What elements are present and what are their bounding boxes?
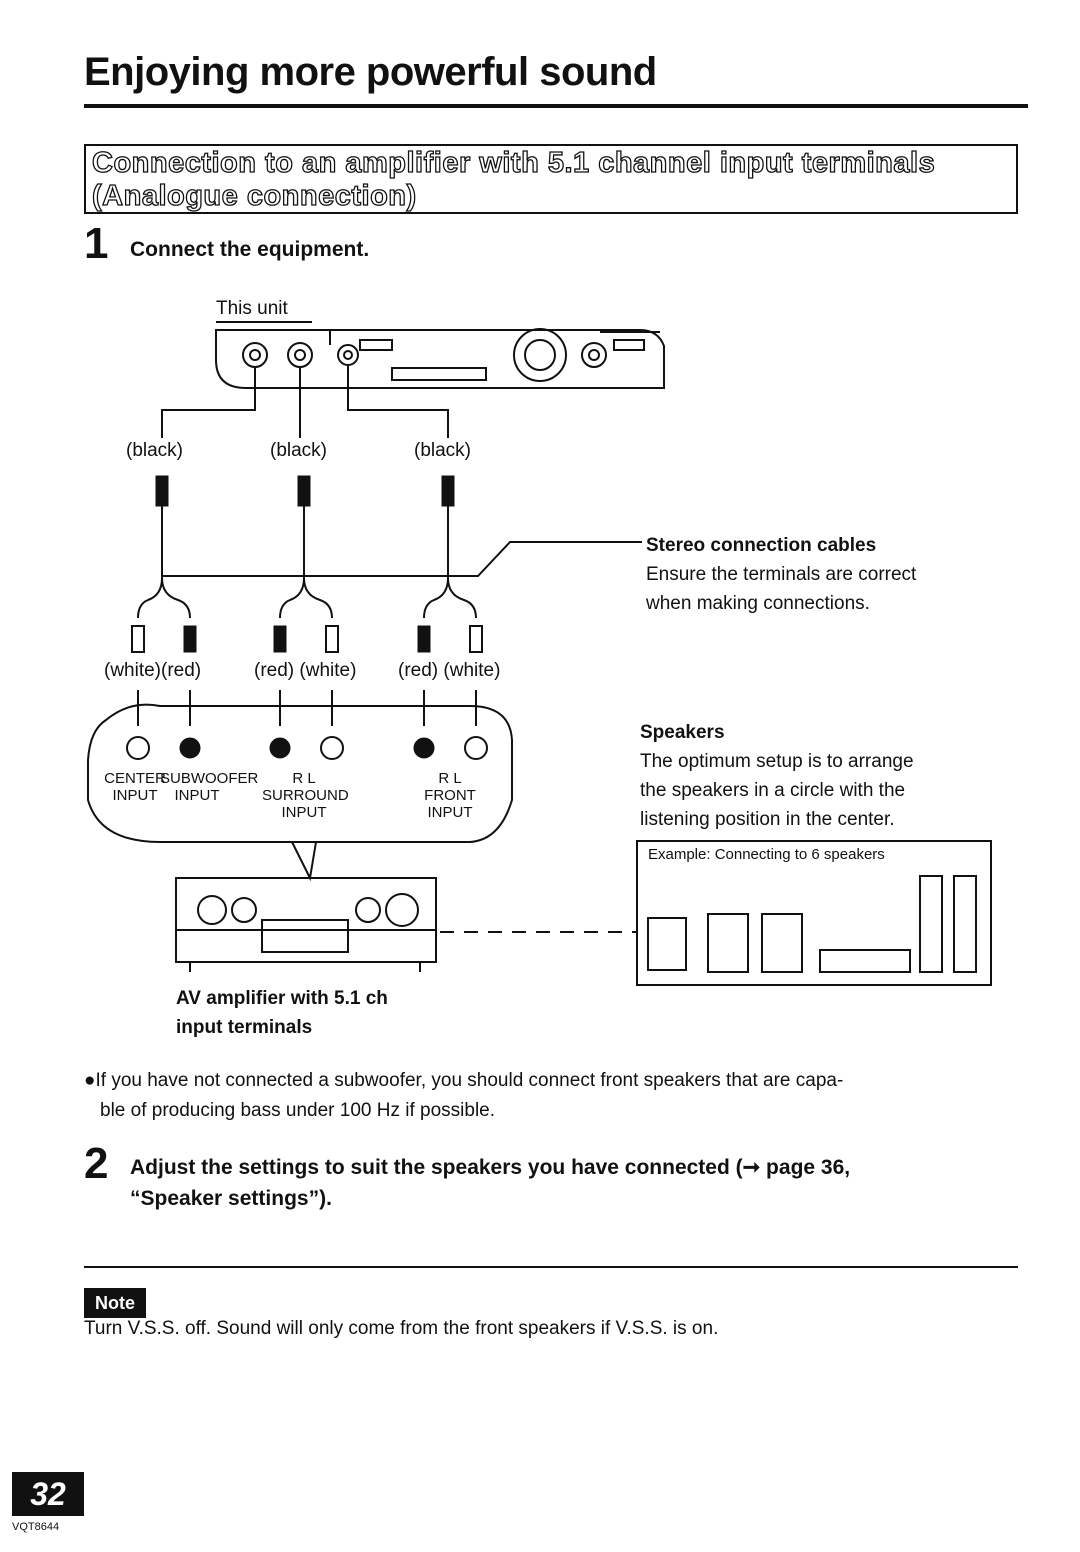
stereo-cables-title: Stereo connection cables (646, 535, 877, 556)
document-code: VQT8644 (12, 1521, 60, 1533)
plug-black-3 (441, 475, 455, 507)
section-heading-box (84, 144, 1018, 214)
plug-white-1 (131, 625, 145, 653)
terminal-front-l (464, 736, 488, 760)
plug-red-2 (273, 625, 287, 653)
terminal-surround-r (269, 737, 291, 759)
plug-color-label: (red) (white) (254, 660, 357, 681)
speakers-title: Speakers (640, 722, 725, 743)
step1-number: 1 (84, 219, 109, 268)
terminal-callout (87, 703, 513, 843)
plug-color-label: (black) (270, 440, 328, 461)
plug-black-1 (155, 475, 169, 507)
subwoofer-note: ●If you have not connected a subwoofer, … (84, 1070, 844, 1121)
note-badge: Note (84, 1288, 146, 1318)
step1-text: Connect the equipment. (130, 238, 370, 261)
av-amplifier-body (175, 877, 437, 963)
this-unit-label: This unit (216, 298, 288, 319)
section-heading-line2: (Analogue connection) (91, 179, 417, 212)
stereo-cables-info: Stereo connection cables Ensure the term… (646, 531, 916, 618)
speaker-example-box (636, 840, 992, 986)
note-divider (84, 1266, 1018, 1268)
plug-color-label: (red) (white) (398, 660, 501, 681)
plug-red-1 (183, 625, 197, 653)
section-heading-line1: Connection to an amplifier with 5.1 chan… (91, 146, 936, 179)
connection-diagram (87, 321, 977, 973)
plug-color-label: (black) (414, 440, 472, 461)
terminal-front-r (413, 737, 435, 759)
plug-black-2 (297, 475, 311, 507)
speaker-example-label: Example: Connecting to 6 speakers (648, 846, 885, 863)
plug-white-2 (325, 625, 339, 653)
terminal-subwoofer (179, 737, 201, 759)
plug-color-label: (black) (126, 440, 184, 461)
section-heading: Connection to an amplifier with 5.1 chan… (91, 146, 992, 213)
title-rule (84, 104, 1028, 108)
step2-number: 2 (84, 1139, 109, 1188)
speakers-info: Speakers The optimum setup is to arrange… (640, 718, 914, 834)
plug-red-3 (417, 625, 431, 653)
plug-color-label: (white)(red) (104, 660, 202, 681)
page-title: Enjoying more powerful sound (84, 50, 657, 94)
plug-white-3 (469, 625, 483, 653)
note-text: Turn V.S.S. off. Sound will only come fr… (84, 1318, 719, 1339)
terminal-surround-l (320, 736, 344, 760)
page-number: 32 (12, 1472, 84, 1516)
step2-text: Adjust the settings to suit the speakers… (130, 1156, 851, 1210)
terminal-center (126, 736, 150, 760)
